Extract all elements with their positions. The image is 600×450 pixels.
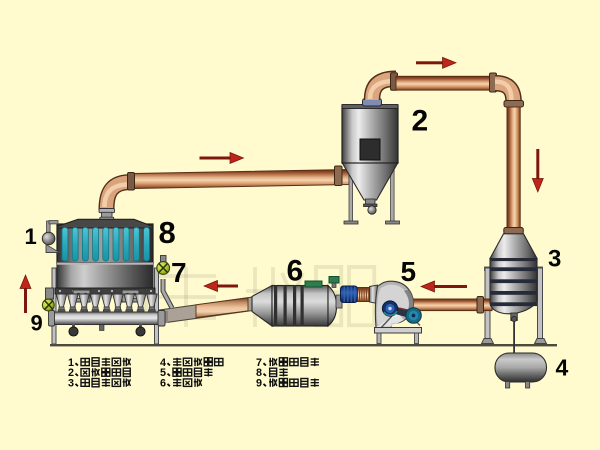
svg-text:1: 1 [25,224,37,249]
svg-text:3: 3 [548,246,561,273]
svg-text:9: 9 [256,378,262,390]
svg-text:6: 6 [160,378,166,390]
svg-text:8: 8 [159,215,176,250]
svg-text:4: 4 [160,357,166,369]
svg-text:2: 2 [412,105,429,138]
svg-text:5: 5 [160,367,166,379]
svg-text:4: 4 [556,355,569,381]
svg-text:6: 6 [287,255,304,288]
svg-text:7: 7 [171,257,187,288]
svg-text:1: 1 [68,357,74,369]
svg-text:2: 2 [68,367,74,379]
svg-text:5: 5 [401,256,417,287]
svg-text:3: 3 [68,378,74,390]
svg-text:9: 9 [31,311,43,336]
svg-text:7: 7 [256,357,262,369]
svg-text:8: 8 [256,367,262,379]
